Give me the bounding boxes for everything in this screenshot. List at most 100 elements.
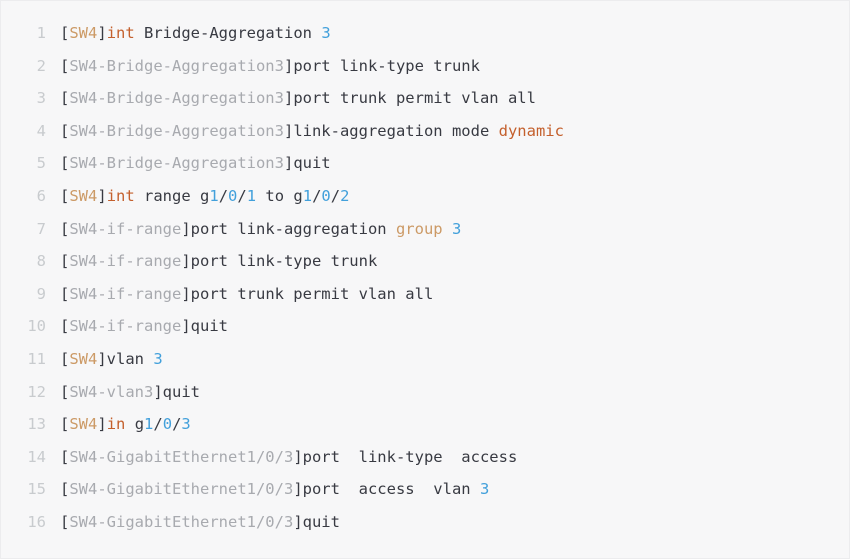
code-token-prompt: SW4-if-range	[69, 219, 182, 238]
code-token-plain: [	[60, 252, 70, 271]
code-token-plain: ]	[97, 415, 107, 434]
code-token-number: 3	[321, 24, 331, 42]
code-token-plain: [	[60, 512, 70, 531]
code-text: [SW4-Bridge-Aggregation3]port link-type …	[46, 50, 480, 83]
code-token-plain: [	[60, 382, 70, 401]
line-number: 2	[36, 56, 46, 75]
code-token-number: 0	[228, 186, 238, 205]
code-token-plain: ]port link-type access	[293, 447, 518, 466]
code-token-plain: ]port access vlan	[293, 480, 480, 499]
line-number: 6	[36, 186, 46, 205]
code-token-plain: [	[60, 56, 70, 75]
code-token-plain: [	[60, 219, 70, 238]
code-text: [SW4-Bridge-Aggregation3]port trunk perm…	[46, 82, 536, 115]
code-text: [SW4]int Bridge-Aggregation 3	[46, 17, 331, 50]
code-token-plain: [	[60, 415, 70, 434]
code-token-plain: [	[60, 317, 70, 336]
line-number: 12	[27, 382, 46, 401]
code-line: 3[SW4-Bridge-Aggregation3]port trunk per…	[1, 82, 849, 115]
code-token-keyword: int	[106, 24, 135, 42]
code-token-device: SW4	[69, 186, 98, 205]
code-token-device: group	[395, 219, 443, 238]
code-line: 1[SW4]int Bridge-Aggregation 3	[1, 17, 849, 50]
code-token-prompt: SW4-if-range	[69, 284, 182, 303]
code-token-plain: /	[237, 186, 247, 205]
code-token-plain: [	[60, 154, 70, 173]
code-token-device: SW4	[69, 349, 98, 368]
code-line: 5[SW4-Bridge-Aggregation3]quit	[1, 147, 849, 180]
line-number: 16	[27, 512, 46, 531]
line-number: 7	[36, 219, 46, 238]
code-token-plain: to g	[256, 186, 303, 205]
code-token-number: 0	[321, 186, 331, 205]
code-token-keyword: int	[106, 186, 135, 205]
code-token-prompt: SW4-if-range	[69, 252, 182, 271]
code-line: 10[SW4-if-range]quit	[1, 310, 849, 343]
code-token-plain: ]port trunk permit vlan all	[181, 284, 434, 303]
code-text: [SW4-GigabitEthernet1/0/3]port access vl…	[46, 473, 489, 506]
line-number: 11	[27, 349, 46, 368]
code-token-number: 1	[209, 186, 219, 205]
code-token-plain: [	[60, 349, 70, 368]
line-number: 4	[36, 121, 46, 140]
code-token-number: 1	[144, 415, 154, 434]
code-text: [SW4]vlan 3	[46, 343, 163, 376]
code-token-keyword: in	[106, 415, 126, 434]
code-line: 8[SW4-if-range]port link-type trunk	[1, 245, 849, 278]
code-line: 11[SW4]vlan 3	[1, 343, 849, 376]
code-token-device: SW4	[69, 415, 98, 434]
code-text: [SW4-if-range]port trunk permit vlan all	[46, 278, 433, 311]
code-token-plain: /	[153, 415, 163, 434]
line-number: 10	[27, 317, 46, 336]
code-token-number: 1	[246, 186, 257, 205]
code-token-plain: ]port link-aggregation	[181, 219, 396, 238]
code-text: [SW4]in g1/0/3	[46, 408, 191, 441]
code-text: [SW4-if-range]quit	[46, 310, 228, 343]
code-token-prompt: SW4-GigabitEthernet1/0/3	[69, 480, 294, 499]
code-token-prompt: SW4-Bridge-Aggregation3	[69, 154, 284, 173]
code-line: 9[SW4-if-range]port trunk permit vlan al…	[1, 278, 849, 311]
line-number: 5	[36, 154, 46, 173]
code-token-prompt: SW4-GigabitEthernet1/0/3	[69, 512, 294, 531]
code-token-plain: /	[218, 186, 229, 205]
code-token-prompt: SW4-if-range	[69, 317, 182, 336]
code-token-prompt: SW4-Bridge-Aggregation3	[69, 121, 284, 140]
code-text: [SW4-Bridge-Aggregation3]quit	[46, 147, 331, 180]
code-text: [SW4-if-range]port link-type trunk	[46, 245, 377, 278]
code-token-plain: g	[125, 415, 145, 434]
code-token-prompt: SW4-vlan3	[69, 382, 154, 401]
code-token-plain	[443, 220, 452, 238]
code-token-plain: [	[60, 186, 70, 205]
line-number: 1	[36, 24, 46, 42]
code-token-number: 3	[153, 349, 163, 368]
code-token-plain: /	[330, 186, 341, 205]
line-number: 3	[36, 89, 46, 108]
line-number: 8	[36, 252, 46, 271]
code-line: 1 3[SW4]in g1/0/3	[1, 408, 849, 441]
code-token-plain: [	[60, 284, 70, 303]
code-line: 15[SW4-GigabitEthernet1/0/3]port access …	[1, 473, 849, 506]
code-token-plain: [	[60, 447, 70, 466]
code-token-device: SW4	[69, 24, 98, 42]
code-token-number: 0	[162, 415, 173, 434]
code-token-number: 3	[181, 415, 191, 434]
code-token-plain: ]	[97, 186, 107, 205]
code-line: 16 [SW4-GigabitEthernet1/0/3]quit	[1, 506, 849, 539]
code-token-plain: [	[60, 480, 70, 499]
code-line: 4[SW4-Bridge-Aggregation3]link-aggregati…	[1, 115, 849, 148]
code-token-plain: ]	[97, 24, 107, 42]
code-token-number: 3	[479, 480, 490, 499]
code-line: 7 [SW4-if-range]port link-aggregation gro…	[1, 213, 849, 246]
code-token-plain: /	[172, 415, 182, 434]
code-token-number: 1	[302, 186, 313, 205]
code-text: [SW4-GigabitEthernet1/0/3]port link-type…	[46, 441, 517, 474]
code-text: [SW4-Bridge-Aggregation3]link-aggregatio…	[46, 115, 564, 148]
code-token-plain: range g	[134, 186, 210, 205]
code-token-plain: ]vlan	[97, 349, 154, 368]
code-line: 6[SW4]int range g1/0/1 to g1/0/2	[1, 180, 849, 213]
line-number: 15	[27, 480, 46, 499]
code-token-number: 3	[451, 219, 462, 238]
code-token-plain: ]quit	[293, 512, 340, 531]
